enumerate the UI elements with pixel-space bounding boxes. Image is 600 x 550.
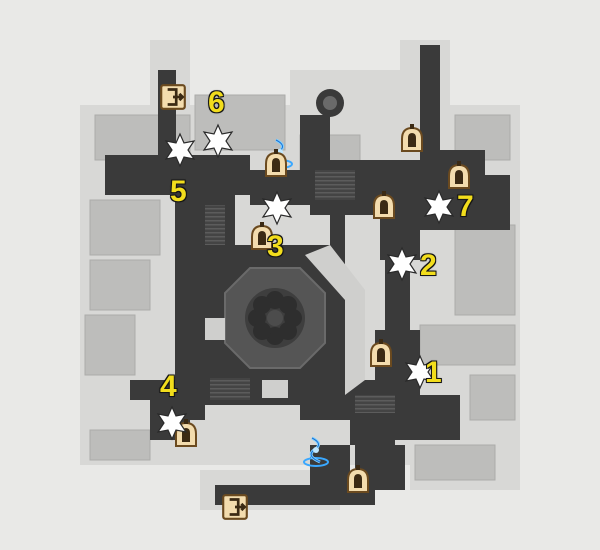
exit-icon-top[interactable] — [159, 83, 187, 111]
spot-label-5: 5 — [169, 175, 187, 208]
spot-label-6: 6 — [207, 86, 225, 119]
exit-icon-bottom[interactable] — [221, 493, 249, 521]
side-door — [205, 318, 225, 340]
stairs — [205, 170, 395, 413]
central-rotunda — [224, 267, 326, 369]
south-door — [262, 380, 288, 398]
spot-label-4: 4 — [159, 370, 177, 403]
spot-label-1: 1 — [424, 356, 442, 389]
spot-label-7: 7 — [456, 190, 474, 223]
spot-label-2: 2 — [419, 249, 437, 282]
spot-label-3: 3 — [266, 230, 284, 263]
inner-rooms — [84, 94, 516, 481]
diagonal-ramp — [305, 245, 365, 395]
